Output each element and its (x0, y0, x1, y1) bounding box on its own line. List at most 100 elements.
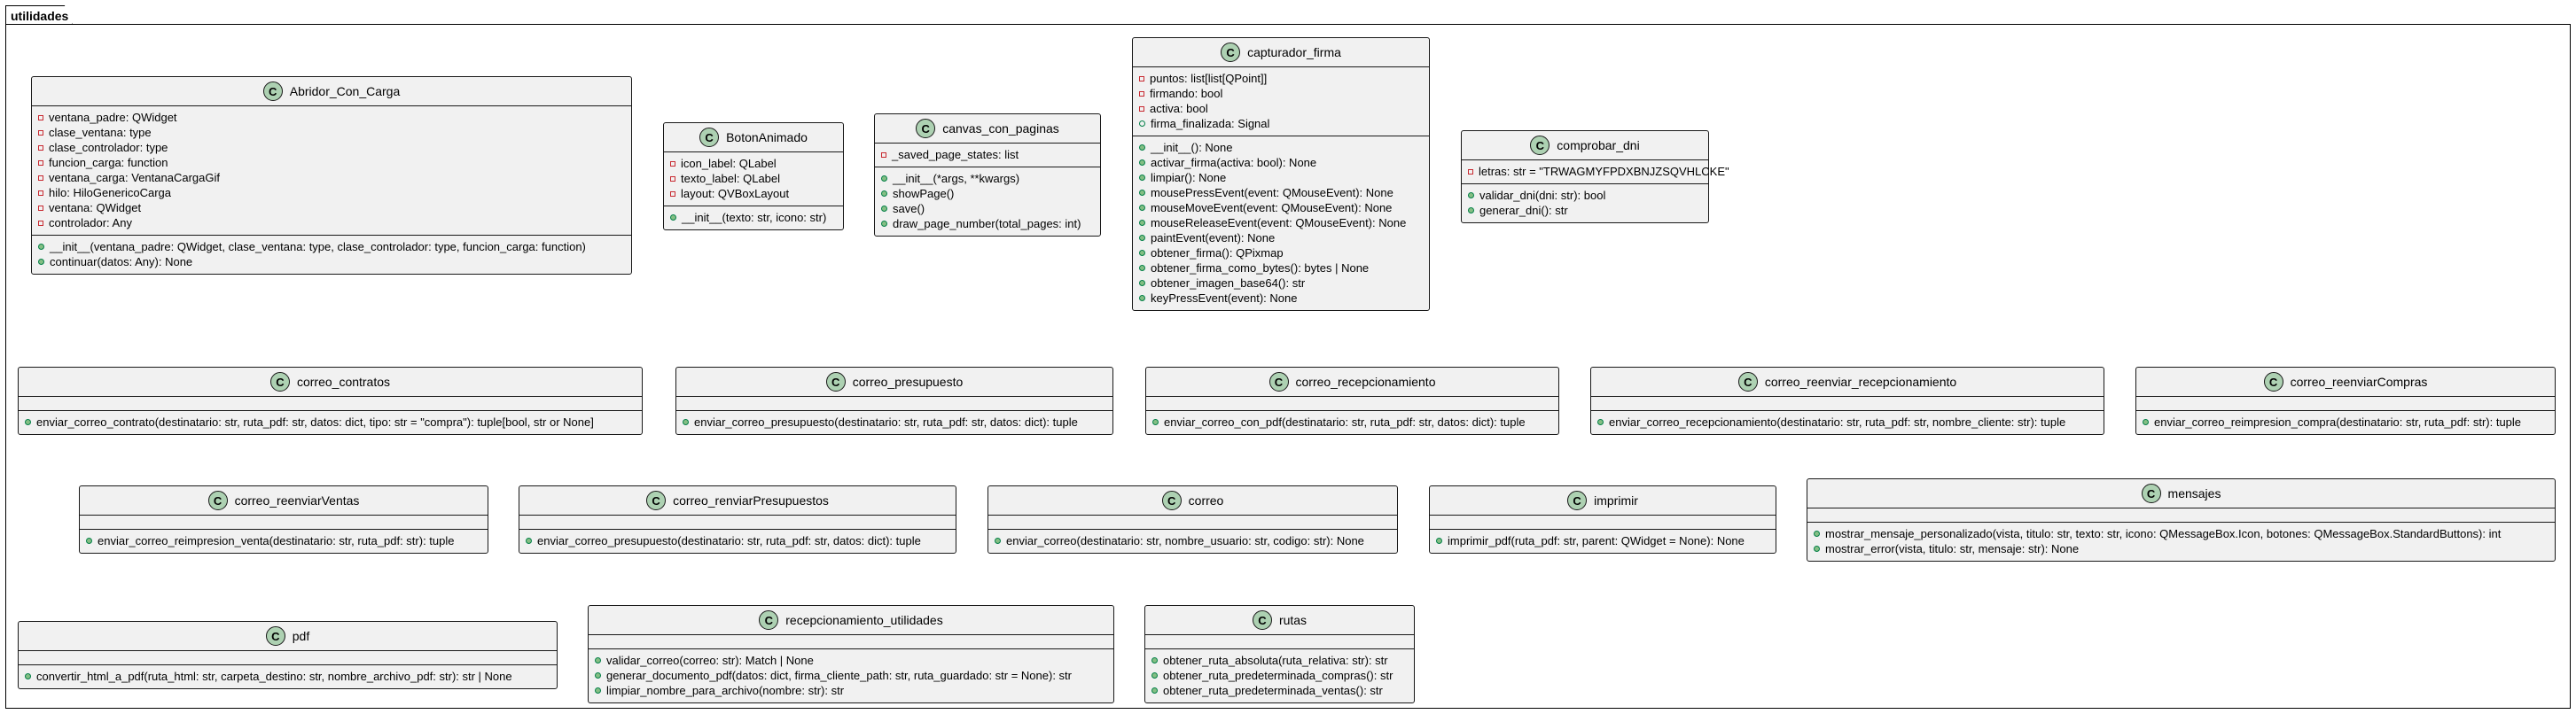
method-text: __init__(texto: str, icono: str) (682, 211, 827, 224)
private-visibility-icon (38, 129, 43, 136)
attribute-row: firmando: bool (1133, 86, 1429, 101)
method-text: validar_dni(dni: str): bool (1479, 189, 1606, 202)
attribute-section (1146, 397, 1558, 410)
method-row: enviar_correo(destinatario: str, nombre_… (988, 533, 1397, 548)
class-stereotype-icon: C (2141, 484, 2161, 503)
public-visibility-icon (526, 538, 532, 544)
method-text: enviar_correo_reimpresion_venta(destinat… (98, 534, 455, 547)
method-text: obtener_imagen_base64(): str (1151, 276, 1306, 290)
public-visibility-icon (1139, 144, 1145, 151)
attribute-text: ventana_padre: QWidget (49, 111, 177, 124)
attribute-section (589, 635, 1113, 648)
method-row: generar_dni(): str (1462, 203, 1708, 218)
public-visibility-icon (1151, 657, 1158, 664)
method-section: __init__(ventana_padre: QWidget, clase_v… (32, 235, 631, 274)
attribute-section (1145, 635, 1414, 648)
method-row: imprimir_pdf(ruta_pdf: str, parent: QWid… (1430, 533, 1776, 548)
method-row: obtener_imagen_base64(): str (1133, 276, 1429, 291)
public-visibility-icon (1152, 419, 1159, 425)
method-text: convertir_html_a_pdf(ruta_html: str, car… (36, 670, 512, 683)
method-section: __init__(*args, **kwargs)showPage()save(… (875, 167, 1100, 236)
class-stereotype-icon: C (646, 491, 667, 510)
class-stereotype-icon: C (1567, 491, 1588, 510)
method-text: __init__(): None (1151, 141, 1233, 154)
method-text: continuar(datos: Any): None (50, 255, 193, 268)
private-visibility-icon (670, 160, 675, 167)
method-text: keyPressEvent(event): None (1151, 291, 1298, 305)
method-row: mousePressEvent(event: QMouseEvent): Non… (1133, 185, 1429, 200)
attribute-text: hilo: HiloGenericoCarga (49, 186, 172, 199)
class-name: correo_presupuesto (852, 375, 964, 389)
class-stereotype-icon: C (825, 372, 846, 392)
method-row: obtener_ruta_absoluta(ruta_relativa: str… (1145, 653, 1414, 668)
method-row: activar_firma(activa: bool): None (1133, 155, 1429, 170)
class-name: BotonAnimado (726, 130, 808, 144)
method-section: __init__(texto: str, icono: str) (664, 206, 843, 229)
attribute-text: ventana_carga: VentanaCargaGif (49, 171, 220, 184)
private-visibility-icon (670, 190, 675, 197)
class-stereotype-icon: C (1268, 372, 1289, 392)
attribute-row: layout: QVBoxLayout (664, 186, 843, 201)
package-tab: utilidades (5, 5, 73, 25)
class-name: pdf (292, 629, 310, 643)
public-visibility-icon (670, 214, 676, 221)
attribute-row: clase_controlador: type (32, 140, 631, 155)
public-visibility-icon (881, 190, 887, 197)
method-row: save() (875, 201, 1100, 216)
public-visibility-icon (1468, 192, 1474, 198)
public-visibility-icon (1597, 419, 1604, 425)
public-visibility-icon (1139, 175, 1145, 181)
attribute-section (80, 516, 488, 529)
class-stereotype-icon: C (262, 81, 283, 101)
attribute-text: clase_ventana: type (49, 126, 152, 139)
public-visibility-icon (683, 419, 689, 425)
public-visibility-icon (595, 672, 601, 679)
method-text: enviar_correo_presupuesto(destinatario: … (694, 415, 1078, 429)
attribute-text: funcion_carga: function (49, 156, 168, 169)
method-section: obtener_ruta_absoluta(ruta_relativa: str… (1145, 648, 1414, 702)
method-row: showPage() (875, 186, 1100, 201)
attribute-row: _saved_page_states: list (875, 147, 1100, 162)
method-row: enviar_correo_con_pdf(destinatario: str,… (1146, 415, 1558, 430)
method-text: enviar_correo_con_pdf(destinatario: str,… (1164, 415, 1526, 429)
attribute-text: clase_controlador: type (49, 141, 168, 154)
attribute-text: letras: str = "TRWAGMYFPDXBNJZSQVHLCKE" (1479, 165, 1729, 178)
method-section: mostrar_mensaje_personalizado(vista, tit… (1807, 522, 2555, 561)
private-visibility-icon (1139, 75, 1144, 81)
public-visibility-icon (1139, 280, 1145, 286)
attribute-section (519, 516, 956, 529)
attribute-section (19, 397, 642, 410)
method-row: mostrar_error(vista, titulo: str, mensaj… (1807, 541, 2555, 556)
attribute-section: puntos: list[list[QPoint]]firmando: bool… (1133, 67, 1429, 136)
method-text: limpiar(): None (1151, 171, 1227, 184)
method-text: activar_firma(activa: bool): None (1151, 156, 1317, 169)
class-stereotype-icon: C (1530, 136, 1550, 155)
attribute-row: ventana_carga: VentanaCargaGif (32, 170, 631, 185)
method-section: __init__(): None activar_firma(activa: bo… (1133, 136, 1429, 310)
attribute-row: icon_label: QLabel (664, 156, 843, 171)
attribute-text: firmando: bool (1150, 87, 1223, 100)
class-stereotype-icon: C (269, 372, 290, 392)
method-section: enviar_correo_presupuesto(destinatario: … (676, 410, 1112, 434)
method-text: obtener_ruta_predeterminada_ventas(): st… (1163, 684, 1383, 697)
attribute-row: ventana_padre: QWidget (32, 110, 631, 125)
class-stereotype-icon: C (916, 119, 936, 138)
attribute-section (2136, 397, 2555, 410)
public-visibility-icon (1139, 265, 1145, 271)
private-visibility-icon (1139, 105, 1144, 112)
private-visibility-icon (38, 114, 43, 120)
public-visibility-icon (38, 244, 44, 250)
attribute-section (19, 651, 557, 664)
